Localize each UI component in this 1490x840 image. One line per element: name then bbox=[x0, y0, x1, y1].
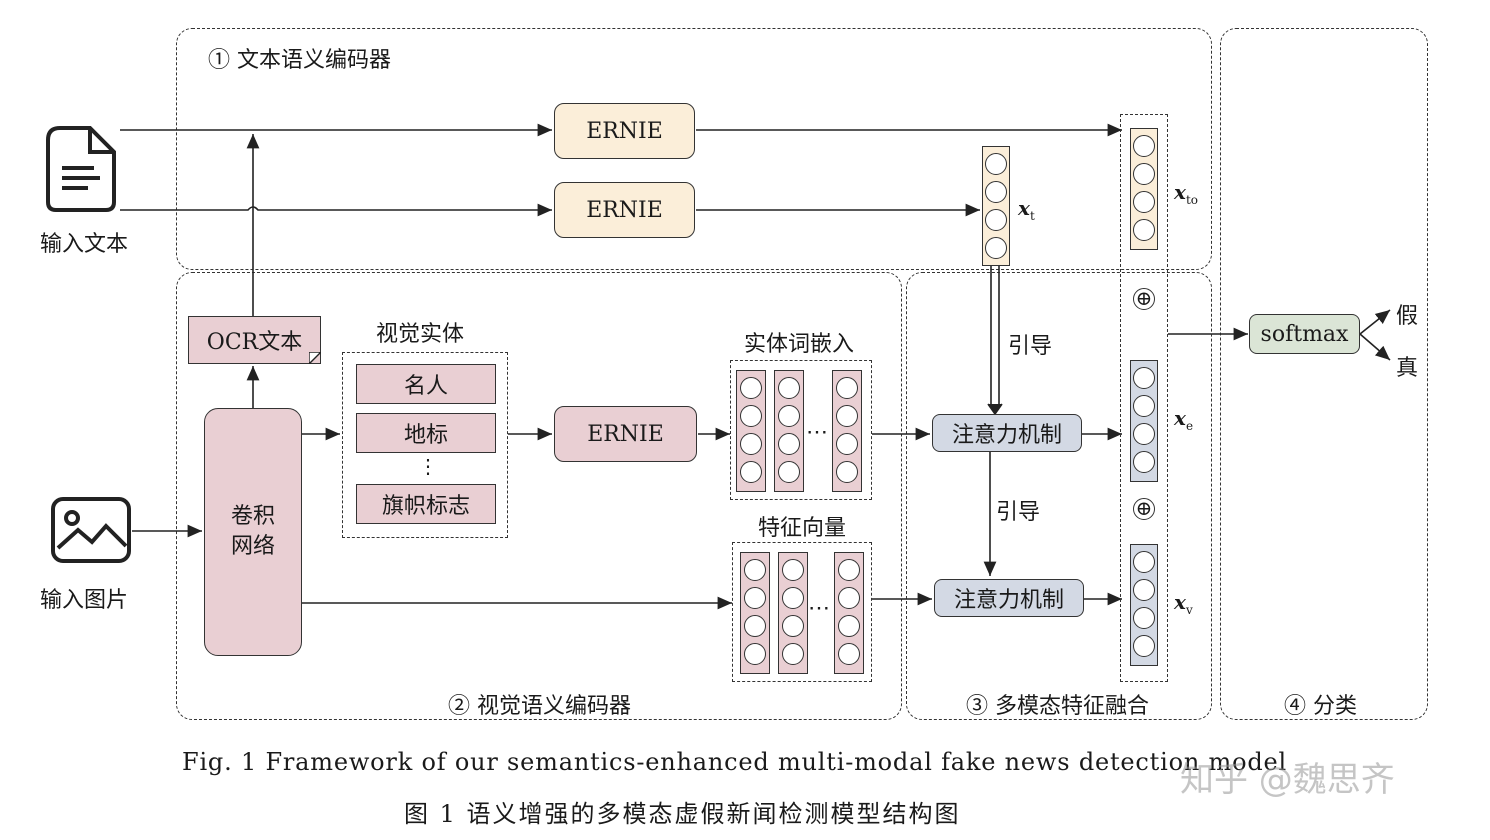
classify-region bbox=[1220, 28, 1428, 720]
guide-top-label: 引导 bbox=[1008, 334, 1053, 359]
fusion-label: ③ 多模态特征融合 bbox=[966, 694, 1149, 719]
caption-chinese: 图 1 语义增强的多模态虚假新闻检测模型结构图 bbox=[404, 800, 961, 828]
visual-entity-group bbox=[342, 352, 508, 538]
document-icon bbox=[46, 126, 116, 212]
output-true-label: 真 bbox=[1396, 356, 1419, 381]
feature-vector-ellipsis: ⋯ bbox=[808, 596, 830, 621]
ernie-ocr-box: ERNIE bbox=[554, 182, 695, 238]
xt-label: xt bbox=[1018, 196, 1035, 223]
guide-bottom-label: 引导 bbox=[996, 500, 1041, 525]
entity-ellipsis: ⋮ bbox=[418, 454, 438, 478]
concat-plus-top: ⊕ bbox=[1133, 288, 1155, 310]
xto-vector bbox=[1130, 128, 1158, 250]
feature-vector bbox=[778, 552, 808, 674]
text-input-label: 输入文本 bbox=[40, 232, 129, 257]
feature-vector bbox=[740, 552, 770, 674]
folded-corner bbox=[309, 352, 321, 364]
xto-label: xto bbox=[1174, 180, 1198, 207]
xe-label: xe bbox=[1174, 406, 1194, 433]
cnn-box: 卷积 网络 bbox=[204, 408, 302, 656]
image-input-label: 输入图片 bbox=[40, 588, 129, 613]
ernie-visual-box: ERNIE bbox=[554, 406, 697, 462]
text-encoder-label: ① 文本语义编码器 bbox=[208, 48, 391, 73]
softmax-box: softmax bbox=[1249, 314, 1360, 354]
image-icon bbox=[51, 497, 131, 563]
entity-celebrity: 名人 bbox=[356, 364, 496, 404]
entity-embedding-group bbox=[730, 360, 872, 500]
entity-embedding-vector bbox=[736, 370, 766, 492]
attention-bottom-box: 注意力机制 bbox=[934, 579, 1084, 617]
entity-embedding-vector bbox=[774, 370, 804, 492]
visual-encoder-region bbox=[176, 272, 902, 720]
feature-vector-title: 特征向量 bbox=[758, 516, 847, 541]
xt-vector bbox=[982, 146, 1010, 266]
entity-flag: 旗帜标志 bbox=[356, 484, 496, 524]
visual-encoder-label: ② 视觉语义编码器 bbox=[448, 694, 631, 719]
classify-label: ④ 分类 bbox=[1284, 694, 1357, 719]
xv-label: xv bbox=[1174, 590, 1193, 617]
fusion-region bbox=[906, 272, 1212, 720]
ocr-text-box: OCR文本 bbox=[188, 316, 321, 364]
text-encoder-region bbox=[176, 28, 1212, 270]
feature-vector-group bbox=[732, 542, 872, 682]
output-fake-label: 假 bbox=[1396, 304, 1419, 329]
entity-embedding-ellipsis: ⋯ bbox=[806, 420, 828, 445]
watermark: 知乎 @魏思齐 bbox=[1180, 760, 1395, 800]
entity-embedding-title: 实体词嵌入 bbox=[744, 332, 855, 357]
attention-top-box: 注意力机制 bbox=[932, 414, 1082, 452]
feature-vector bbox=[834, 552, 864, 674]
entity-landmark: 地标 bbox=[356, 413, 496, 453]
entity-embedding-vector bbox=[832, 370, 862, 492]
concat-plus-bottom: ⊕ bbox=[1133, 498, 1155, 520]
caption-english: Fig. 1 Framework of our semantics-enhanc… bbox=[182, 748, 1287, 776]
xv-vector bbox=[1130, 544, 1158, 666]
xe-vector bbox=[1130, 360, 1158, 482]
visual-entity-title: 视觉实体 bbox=[376, 322, 465, 347]
ernie-text-box: ERNIE bbox=[554, 103, 695, 159]
concat-group bbox=[1120, 114, 1168, 682]
